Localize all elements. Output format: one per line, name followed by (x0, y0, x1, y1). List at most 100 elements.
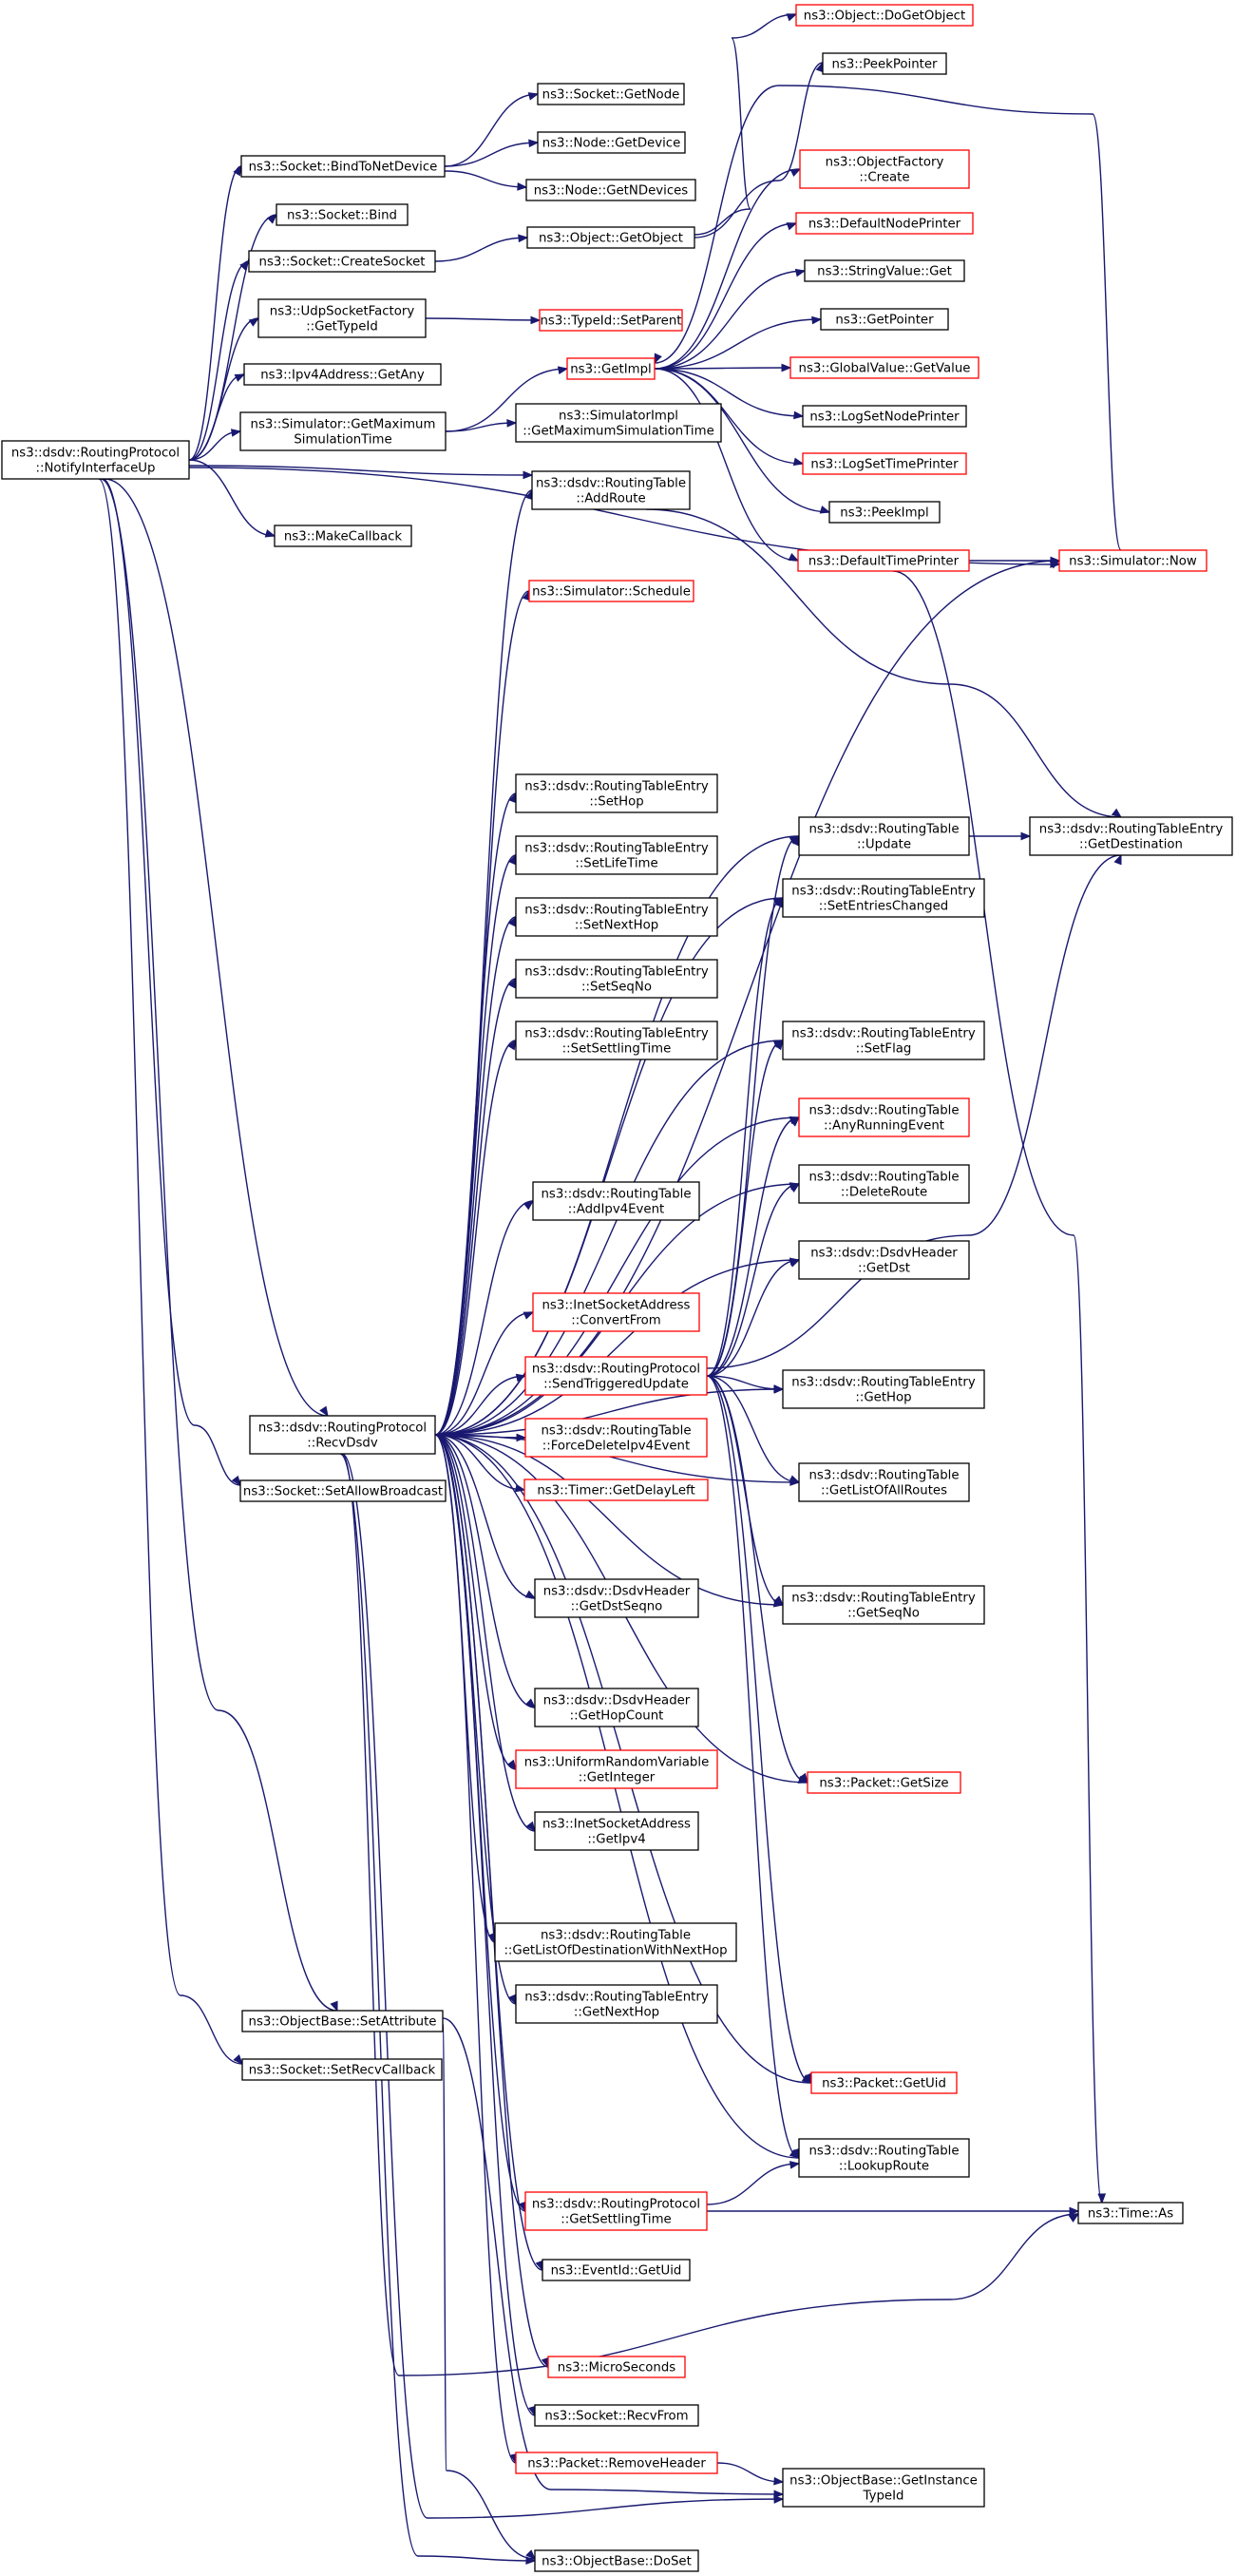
node-getdevice[interactable]: ns3::Node::GetDevice (537, 131, 686, 154)
node-setattr[interactable]: ns3::ObjectBase::SetAttribute (241, 2010, 444, 2032)
node-label-line: ns3::InetSocketAddress (542, 1299, 691, 1313)
node-setseqno[interactable]: ns3::dsdv::RoutingTableEntry::SetSeqNo (515, 959, 718, 999)
node-setnexthop[interactable]: ns3::dsdv::RoutingTableEntry::SetNextHop (515, 897, 718, 937)
node-objfactory[interactable]: ns3::ObjectFactory::Create (799, 149, 970, 189)
node-dstseqno[interactable]: ns3::dsdv::DsdvHeader::GetDstSeqno (534, 1578, 699, 1618)
node-logsettime[interactable]: ns3::LogSetTimePrinter (802, 452, 967, 475)
node-forcedel[interactable]: ns3::dsdv::RoutingTable::ForceDeleteIpv4… (524, 1418, 708, 1458)
node-peekimpl[interactable]: ns3::PeekImpl (828, 501, 941, 524)
node-getndev[interactable]: ns3::Node::GetNDevices (525, 179, 696, 201)
node-strvalget[interactable]: ns3::StringValue::Get (804, 259, 965, 282)
node-simnow[interactable]: ns3::Simulator::Now (1058, 549, 1207, 572)
node-box (547, 2356, 686, 2378)
call-edge-getimpl-to-peekimpl (654, 368, 831, 514)
node-label-line: ns3::UniformRandomVariable (524, 1756, 710, 1770)
node-setrecvcb[interactable]: ns3::Socket::SetRecvCallback (241, 2058, 443, 2081)
node-removehdr[interactable]: ns3::Packet::RemoveHeader (515, 2452, 718, 2474)
node-delayleft[interactable]: ns3::Timer::GetDelayLeft (523, 1479, 709, 1501)
node-bind[interactable]: ns3::Socket::Bind (276, 203, 409, 226)
node-getsettle[interactable]: ns3::dsdv::RoutingProtocol::GetSettlingT… (524, 2191, 708, 2231)
call-edge-simmax-to-simimplmax (445, 419, 518, 432)
call-edge-getimpl-to-strvalget (654, 268, 807, 370)
node-doset[interactable]: ns3::ObjectBase::DoSet (534, 2549, 699, 2572)
node-delroute[interactable]: ns3::dsdv::RoutingTable::DeleteRoute (798, 1164, 970, 1204)
node-recvdsdv[interactable]: ns3::dsdv::RoutingProtocol::RecvDsdv (249, 1415, 436, 1455)
edge-arrowhead (789, 1116, 800, 1127)
node-label-line: ::GetHopCount (570, 1709, 664, 1724)
node-recvfrom[interactable]: ns3::Socket::RecvFrom (534, 2404, 699, 2427)
node-label-line: ns3::dsdv::RoutingTableEntry (791, 885, 976, 899)
node-schedule[interactable]: ns3::Simulator::Schedule (528, 580, 694, 602)
node-label-line: ns3::dsdv::RoutingTable (808, 2145, 959, 2159)
edge-arrowhead (264, 529, 276, 538)
edge-line (98, 478, 243, 2065)
node-box (797, 549, 970, 572)
node-gethop[interactable]: ns3::dsdv::RoutingTableEntry::GetHop (782, 1369, 985, 1409)
node-getseqno[interactable]: ns3::dsdv::RoutingTableEntry::GetSeqNo (782, 1585, 985, 1625)
node-label-line: ns3::dsdv::RoutingTableEntry (791, 1592, 976, 1606)
node-pktsize[interactable]: ns3::Packet::GetSize (807, 1771, 961, 1794)
node-pktuid[interactable]: ns3::Packet::GetUid (810, 2071, 958, 2094)
edge-line (434, 237, 528, 262)
node-getdest[interactable]: ns3::dsdv::RoutingTableEntry::GetDestina… (1029, 816, 1233, 856)
node-defnodepr[interactable]: ns3::DefaultNodePrinter (795, 212, 974, 235)
node-root[interactable]: ns3::dsdv::RoutingProtocol::NotifyInterf… (1, 440, 190, 480)
node-setparent[interactable]: ns3::TypeId::SetParent (539, 309, 683, 332)
node-box (820, 308, 949, 331)
node-peekptr[interactable]: ns3::PeekPointer (822, 52, 947, 75)
node-anyrun[interactable]: ns3::dsdv::RoutingTable::AnyRunningEvent (798, 1097, 970, 1137)
node-listall[interactable]: ns3::dsdv::RoutingTable::GetListOfAllRou… (798, 1462, 970, 1502)
node-getobject[interactable]: ns3::Object::GetObject (526, 226, 695, 249)
node-setflag[interactable]: ns3::dsdv::RoutingTableEntry::SetFlag (782, 1021, 985, 1060)
node-simmax[interactable]: ns3::Simulator::GetMaximumSimulationTime (239, 411, 447, 451)
edge-arrowhead (525, 2549, 536, 2560)
node-convfrom[interactable]: ns3::InetSocketAddress::ConvertFrom (532, 1292, 700, 1332)
node-listdest[interactable]: ns3::dsdv::RoutingTable::GetListOfDestin… (494, 1922, 737, 1962)
node-label-line: ns3::dsdv::RoutingTable (541, 1188, 691, 1202)
node-uniint[interactable]: ns3::UniformRandomVariable::GetInteger (515, 1749, 718, 1789)
node-rtupdate[interactable]: ns3::dsdv::RoutingTable::Update (798, 816, 970, 856)
node-setentchg[interactable]: ns3::dsdv::RoutingTableEntry::SetEntries… (782, 878, 985, 918)
node-sethop[interactable]: ns3::dsdv::RoutingTableEntry::SetHop (515, 773, 718, 813)
node-label-line: ns3::dsdv::DsdvHeader (543, 1694, 691, 1708)
node-microsec[interactable]: ns3::MicroSeconds (547, 2356, 686, 2378)
node-makecb[interactable]: ns3::MakeCallback (274, 525, 412, 547)
node-setsettle[interactable]: ns3::dsdv::RoutingTableEntry::SetSettlin… (515, 1021, 718, 1060)
node-setbcast[interactable]: ns3::Socket::SetAllowBroadcast (239, 1479, 447, 1502)
node-getipv4[interactable]: ns3::InetSocketAddress::GetIpv4 (534, 1811, 699, 1851)
node-globalval[interactable]: ns3::GlobalValue::GetValue (789, 356, 979, 379)
call-edge-recvdsdv-to-sethop (434, 792, 517, 1436)
node-label-line: ns3::LogSetNodePrinter (809, 410, 960, 425)
node-dogetobj[interactable]: ns3::Object::DoGetObject (795, 4, 974, 27)
node-addipv4ev[interactable]: ns3::dsdv::RoutingTable::AddIpv4Event (532, 1181, 700, 1221)
node-box (534, 1688, 699, 1727)
edge-line (434, 1040, 517, 1436)
node-bindnet[interactable]: ns3::Socket::BindToNetDevice (240, 155, 446, 178)
node-createsock[interactable]: ns3::Socket::CreateSocket (248, 250, 436, 273)
node-getdst[interactable]: ns3::dsdv::DsdvHeader::GetDst (798, 1240, 970, 1280)
node-addroute[interactable]: ns3::dsdv::RoutingTable::AddRoute (531, 470, 691, 510)
node-getnode[interactable]: ns3::Socket::GetNode (537, 83, 685, 105)
node-box (782, 1369, 985, 1409)
node-getimpl[interactable]: ns3::GetImpl (566, 357, 656, 380)
node-box (532, 1292, 700, 1332)
node-setlife[interactable]: ns3::dsdv::RoutingTableEntry::SetLifeTim… (515, 835, 718, 875)
node-box (515, 1749, 718, 1789)
node-box (515, 773, 718, 813)
node-box (542, 2259, 691, 2281)
node-timeas[interactable]: ns3::Time::As (1077, 2202, 1184, 2224)
node-simimplmax[interactable]: ns3::SimulatorImpl::GetMaximumSimulation… (515, 403, 722, 443)
node-eventuid[interactable]: ns3::EventId::GetUid (542, 2259, 691, 2281)
node-lookup[interactable]: ns3::dsdv::RoutingTable::LookupRoute (798, 2138, 970, 2178)
node-getnexthop[interactable]: ns3::dsdv::RoutingTableEntry::GetNextHop (515, 1984, 718, 2024)
node-logsetnode[interactable]: ns3::LogSetNodePrinter (802, 405, 967, 428)
node-hopcount[interactable]: ns3::dsdv::DsdvHeader::GetHopCount (534, 1688, 699, 1727)
node-udptype[interactable]: ns3::UdpSocketFactory::GetTypeId (257, 298, 427, 338)
call-edge-udptype-to-setparent (425, 315, 542, 325)
node-deftimepr[interactable]: ns3::DefaultTimePrinter (797, 549, 970, 572)
node-getpointer[interactable]: ns3::GetPointer (820, 308, 949, 331)
node-ipv4any[interactable]: ns3::Ipv4Address::GetAny (243, 363, 442, 386)
edge-line (434, 978, 517, 1436)
node-sendtrig[interactable]: ns3::dsdv::RoutingProtocol::SendTriggere… (524, 1356, 708, 1396)
